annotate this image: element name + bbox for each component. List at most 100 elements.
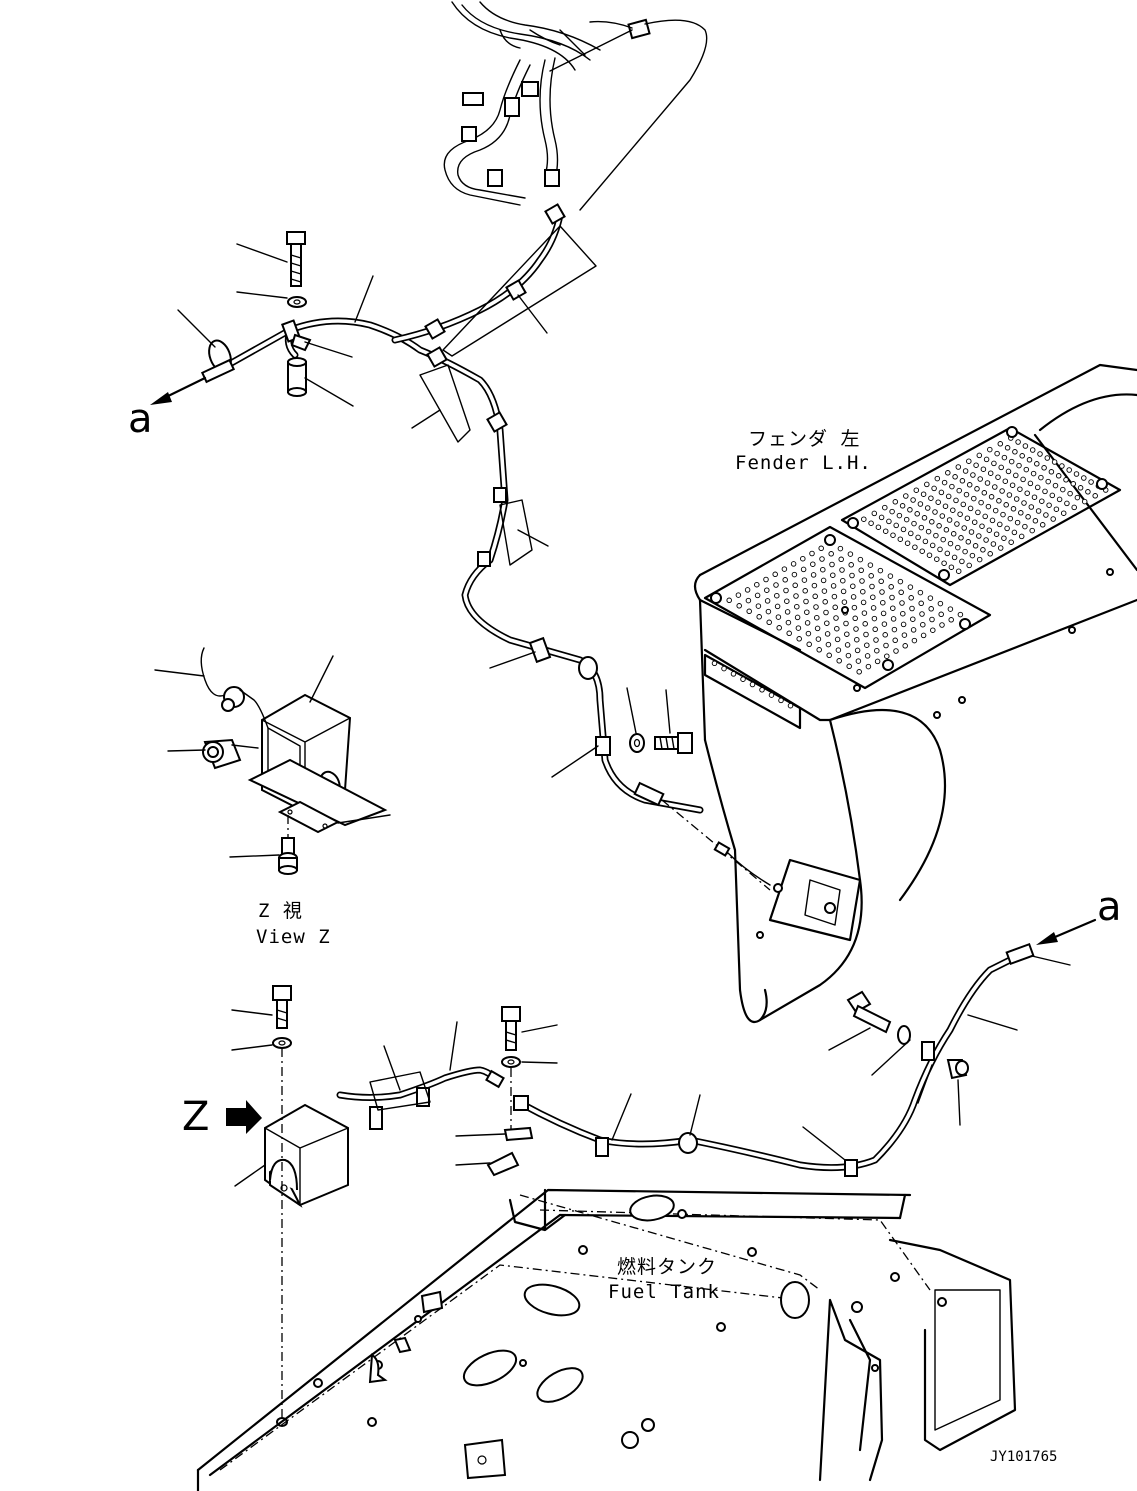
perforation-hole [887, 573, 894, 579]
fender-label-en: Fender L.H. [735, 452, 872, 474]
perforation-hole [863, 631, 869, 638]
view-z-detail [154, 647, 391, 875]
perforation-hole [819, 556, 825, 562]
band-clamp-2 [424, 318, 446, 340]
fender-lh [693, 363, 1137, 1023]
perforation-hole [803, 598, 809, 605]
perforation-hole [955, 464, 962, 470]
perforation-hole [839, 567, 845, 573]
perforation-hole [925, 528, 932, 535]
perforation-hole [793, 593, 799, 599]
perforation-hole [917, 589, 924, 596]
perforation-hole [966, 458, 972, 464]
perforation-hole [912, 544, 918, 550]
perforation-hole [1081, 475, 1087, 481]
perforation-hole [749, 681, 756, 688]
perforation-hole [763, 576, 769, 583]
perforation-hole [841, 599, 848, 605]
perforation-hole [966, 562, 972, 569]
perforation-hole [740, 676, 746, 682]
perforation-hole [843, 620, 849, 627]
band-clamp-lower-5 [921, 1041, 935, 1061]
perforation-hole [822, 599, 828, 605]
perforation-hole [950, 507, 956, 513]
perforation-hole [1022, 523, 1028, 530]
perforation-hole [955, 568, 962, 574]
perforation-hole [924, 481, 930, 488]
perforation-hole [1004, 445, 1011, 451]
perforation-hole [874, 658, 881, 665]
perforation-hole [941, 560, 947, 566]
fuel-tank-label-jp: 燃料タンク [617, 1256, 717, 1278]
hardware-upper-left [286, 231, 312, 397]
perforation-hole [882, 528, 889, 534]
perforation-hole [898, 589, 904, 596]
perforation-hole [800, 555, 806, 562]
perforation-hole [809, 550, 815, 557]
view-z-label-jp: Z 視 [258, 900, 303, 922]
perforation-hole [958, 535, 964, 541]
perforation-hole [957, 511, 963, 517]
perforation-hole [941, 479, 948, 486]
perforation-hole [966, 482, 973, 488]
perforation-hole [965, 539, 972, 545]
perforation-hole [824, 620, 830, 626]
perforation-hole [711, 660, 718, 667]
perforation-hole [735, 592, 742, 598]
connector-top-5 [487, 169, 503, 187]
tag-1 [419, 364, 471, 443]
tag-2 [442, 225, 597, 357]
harness-bundle-top [443, 1, 708, 211]
perforation-hole [768, 692, 775, 698]
perforation-hole [830, 572, 836, 578]
perforation-hole [1043, 512, 1049, 518]
perforation-hole [987, 551, 993, 557]
z-view-arrow [226, 1100, 262, 1134]
perforation-hole [963, 491, 970, 498]
perforation-hole [878, 578, 884, 585]
perforation-hole [837, 545, 844, 552]
perforation-hole [846, 663, 852, 670]
perforation-hole [774, 603, 781, 610]
perforation-hole [1013, 472, 1019, 479]
perforation-hole [764, 587, 770, 593]
perforation-hole [901, 632, 908, 638]
perforation-hole [820, 577, 827, 584]
perforation-hole [920, 632, 927, 639]
perforation-hole [816, 647, 822, 653]
perforation-hole [982, 513, 988, 520]
perforation-hole [976, 533, 982, 539]
fuel-tank-label-en: Fuel Tank [608, 1281, 720, 1303]
z-marker: Z [182, 1094, 262, 1140]
clip-lower-2 [486, 1151, 520, 1177]
perforation-hole [929, 519, 935, 525]
perforation-hole [937, 600, 944, 607]
perforation-hole [976, 452, 983, 459]
perforation-hole [746, 608, 752, 615]
perforation-hole [960, 501, 967, 508]
perforation-hole [997, 545, 1004, 551]
perforation-hole [935, 499, 941, 505]
perforation-hole [857, 556, 864, 563]
perforation-hole [929, 542, 936, 549]
grommet-lower [678, 1132, 698, 1154]
perforation-hole [1030, 470, 1037, 477]
perforation-hole [814, 625, 821, 632]
perforation-hole [931, 485, 937, 492]
perforation-hole [1007, 515, 1014, 522]
perforation-hole [899, 503, 906, 509]
perforation-hole [987, 446, 993, 453]
perforation-hole [1063, 477, 1069, 483]
perforation-hole [988, 494, 995, 500]
perforation-hole [961, 525, 967, 531]
perforation-hole [1028, 504, 1035, 510]
perforation-hole [1018, 533, 1025, 540]
perforation-hole [944, 550, 951, 557]
perforation-hole [962, 468, 969, 474]
perforation-hole [1035, 508, 1042, 514]
perforation-pattern-3 [711, 660, 794, 709]
perforation-hole [1015, 439, 1021, 445]
perforation-hole [992, 507, 999, 514]
perforation-hole [968, 529, 975, 535]
perforation-hole [952, 474, 958, 480]
